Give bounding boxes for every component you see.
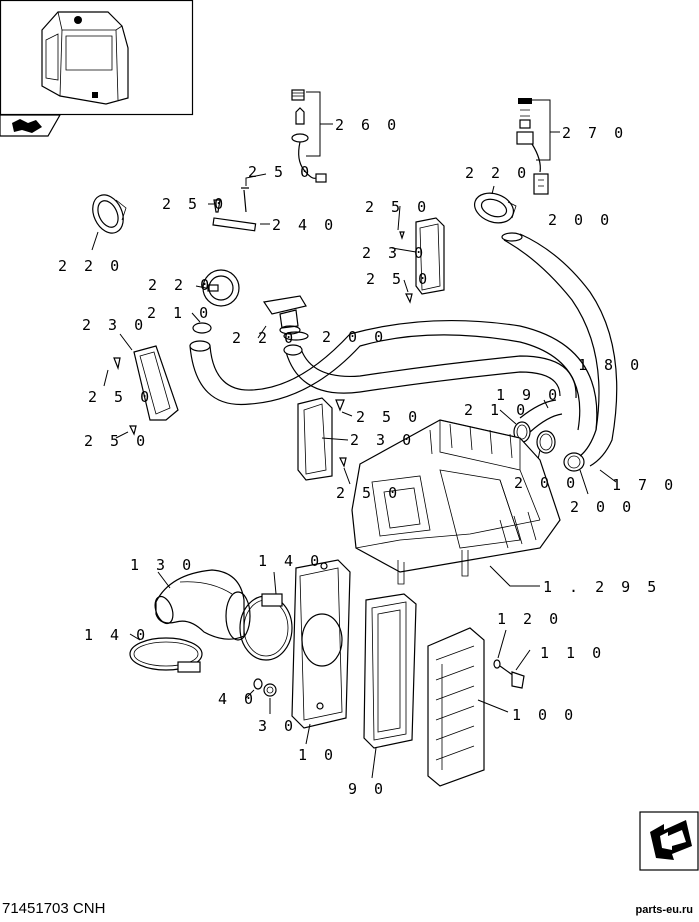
callout-250: 2 5 0	[84, 432, 149, 450]
callout-250: 2 5 0	[366, 270, 431, 288]
callout-220: 2 2 0	[148, 276, 213, 294]
duct-hose-170	[501, 232, 618, 467]
strip-240	[212, 217, 257, 232]
elbow-duct-130	[154, 569, 251, 641]
duct-hose-180	[283, 344, 577, 399]
callout-230: 2 3 0	[362, 244, 427, 262]
next-page-arrow-icon[interactable]	[639, 811, 699, 871]
hose-clamp-140-lower	[129, 637, 203, 673]
document-code: 71451703 CNH	[2, 900, 106, 917]
callout-180: 1 8 0	[578, 356, 643, 374]
hose-clamp-140-upper	[239, 593, 293, 661]
connector-220-center	[262, 295, 307, 335]
louvre-220-mid	[202, 269, 240, 307]
callout-230: 2 3 0	[82, 316, 147, 334]
duct-hose-190	[519, 399, 563, 433]
callout-240: 2 4 0	[272, 216, 337, 234]
duct-panel-10	[291, 559, 351, 729]
washer-30	[263, 683, 277, 697]
screw-250-top	[213, 187, 249, 213]
callout-270: 2 7 0	[562, 124, 627, 142]
ring-210-left	[192, 322, 212, 334]
callout-250: 2 5 0	[248, 163, 313, 181]
callout-200: 2 0 0	[514, 474, 579, 492]
louvre-220-left	[92, 194, 127, 234]
heater-unit-1295	[351, 419, 561, 585]
callout-250: 2 5 0	[162, 195, 227, 213]
cab-locator-inset	[0, 0, 194, 116]
callout-220: 2 2 0	[232, 329, 297, 347]
ring-200-right-b	[563, 452, 585, 472]
cover-230-upper	[399, 217, 445, 304]
arrow-tab-icon[interactable]	[0, 114, 62, 137]
callout-170: 1 7 0	[612, 476, 677, 494]
callout-120: 1 2 0	[497, 610, 562, 628]
louvre-220-right	[474, 192, 517, 224]
bolt-110	[499, 665, 525, 689]
ring-200-center	[283, 331, 309, 341]
callout-210: 2 1 0	[464, 401, 529, 419]
switch-260	[291, 89, 327, 183]
callout-90: 9 0	[348, 780, 387, 798]
callout-130: 1 3 0	[130, 556, 195, 574]
callout-100: 1 0 0	[512, 706, 577, 724]
nut-40	[253, 678, 263, 690]
callout-250: 2 5 0	[336, 484, 401, 502]
callout-40: 4 0	[218, 690, 257, 708]
callout-220: 2 2 0	[58, 257, 123, 275]
callout-200: 2 0 0	[322, 328, 387, 346]
washer-120	[493, 659, 501, 669]
callout-200: 2 0 0	[548, 211, 613, 229]
cover-230-left	[113, 345, 179, 436]
callout-260: 2 6 0	[335, 116, 400, 134]
callout-110: 1 1 0	[540, 644, 605, 662]
callout-200: 2 0 0	[570, 498, 635, 516]
callout-250: 2 5 0	[356, 408, 421, 426]
site-label: parts-eu.ru	[635, 904, 693, 916]
callout-140: 1 4 0	[258, 552, 323, 570]
switch-270	[516, 98, 549, 195]
filter-90	[363, 593, 417, 749]
callout-140: 1 4 0	[84, 626, 149, 644]
callout-230: 2 3 0	[350, 431, 415, 449]
callout-250: 2 5 0	[365, 198, 430, 216]
callout-220: 2 2 0	[465, 164, 530, 182]
callout-190: 1 9 0	[496, 386, 561, 404]
duct-hose-long	[189, 319, 598, 431]
cover-230-center	[297, 397, 347, 481]
grille-100	[427, 627, 485, 787]
callout-1295: 1 . 2 9 5	[543, 578, 660, 596]
callout-30: 3 0	[258, 717, 297, 735]
ring-200-right-a	[536, 430, 556, 454]
callout-10: 1 0	[298, 746, 337, 764]
callout-250: 2 5 0	[88, 388, 153, 406]
callout-210: 2 1 0	[147, 304, 212, 322]
